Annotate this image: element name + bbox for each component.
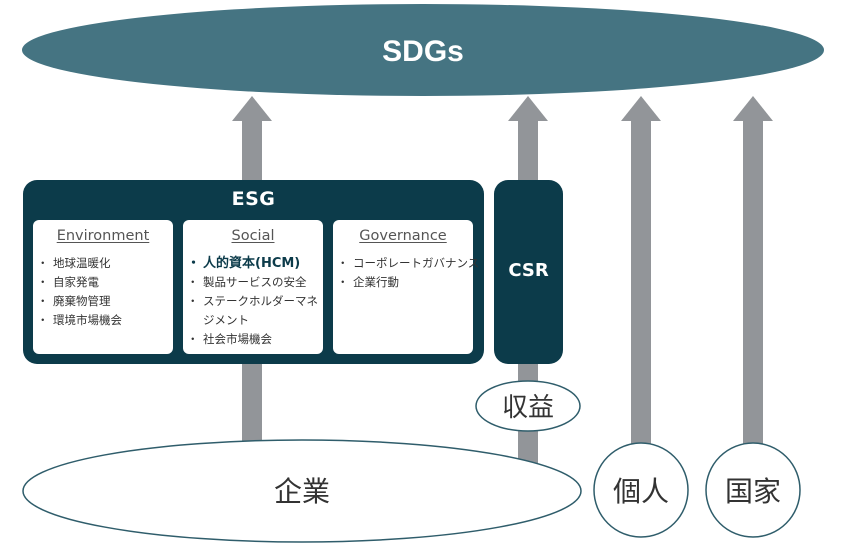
sdgs-ellipse: SDGs [22, 4, 824, 96]
governance-panel: Governance コーポレートガバナンス 企業行動 [333, 220, 479, 354]
arrow-individual-to-sdgs [621, 96, 661, 446]
list-item: 社会市場機会 [187, 330, 323, 349]
company-ellipse: 企業 [22, 439, 582, 543]
list-item: コーポレートガバナンス [337, 254, 479, 273]
individual-circle: 個人 [593, 442, 689, 538]
esg-box: ESG Environment 地球温暖化 自家発電 廃棄物管理 環境市場機会 … [23, 180, 484, 364]
list-item: 地球温暖化 [37, 254, 173, 273]
nation-label: 国家 [725, 475, 781, 508]
environment-panel: Environment 地球温暖化 自家発電 廃棄物管理 環境市場機会 [33, 220, 173, 354]
csr-box: CSR [494, 180, 563, 364]
social-title: Social [231, 228, 275, 244]
sdgs-label: SDGs [382, 35, 464, 68]
environment-title: Environment [56, 228, 150, 244]
list-item-highlight: 人的資本(HCM) [187, 254, 323, 273]
nation-circle: 国家 [705, 442, 801, 538]
social-list: 人的資本(HCM) 製品サービスの安全 ステークホルダーマネジメント 社会市場機… [183, 254, 323, 349]
list-item: 環境市場機会 [37, 311, 173, 330]
list-item: 製品サービスの安全 [187, 273, 323, 292]
social-panel: Social 人的資本(HCM) 製品サービスの安全 ステークホルダーマネジメン… [183, 220, 323, 354]
list-item: 企業行動 [337, 273, 473, 292]
revenue-ellipse: 収益 [475, 380, 581, 432]
list-item: 自家発電 [37, 273, 173, 292]
list-item: ステークホルダーマネジメント [187, 292, 323, 330]
governance-title: Governance [359, 228, 447, 244]
esg-title: ESG [231, 188, 276, 210]
company-label: 企業 [274, 475, 330, 508]
arrow-nation-to-sdgs [733, 96, 773, 446]
governance-list: コーポレートガバナンス 企業行動 [333, 254, 479, 292]
environment-list: 地球温暖化 自家発電 廃棄物管理 環境市場機会 [33, 254, 173, 330]
csr-label: CSR [508, 260, 549, 281]
individual-label: 個人 [613, 475, 669, 508]
list-item: 廃棄物管理 [37, 292, 173, 311]
revenue-label: 収益 [502, 393, 554, 423]
